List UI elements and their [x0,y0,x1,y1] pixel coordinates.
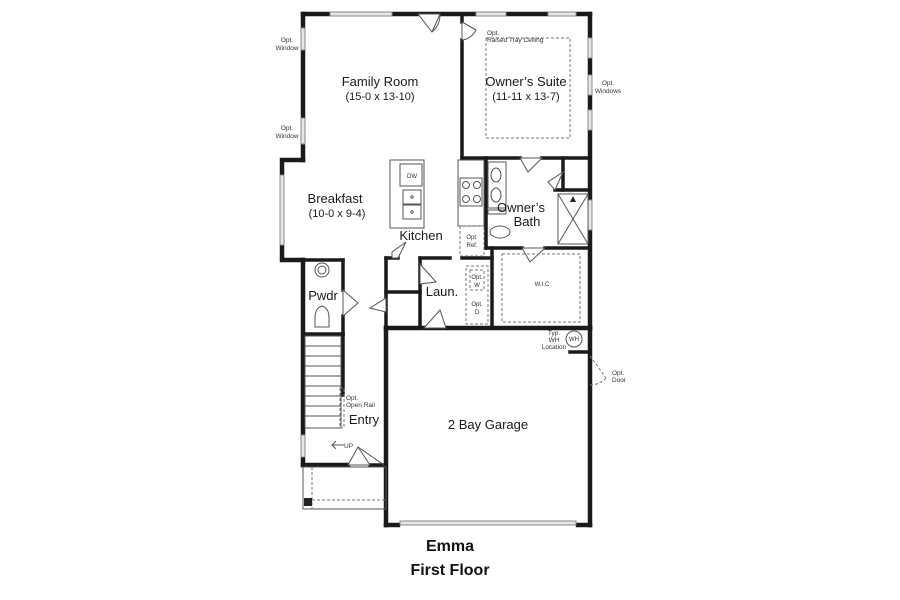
breakfast-dims: (10-0 x 9-4) [309,208,366,220]
opt-window-mid-note-2: Window [275,133,298,140]
garage-door [399,520,577,526]
owners-bath-label-1: Owner’s [497,200,545,215]
breakfast-label: Breakfast [308,191,363,206]
toilet-icon [489,225,511,239]
porch [302,466,387,510]
opt-window-note-2: Window [275,45,298,52]
stairs-up-label: UP [344,443,353,450]
opt-window-mid [300,117,306,145]
opt-window-top [300,27,306,51]
front-door-top [416,13,441,33]
stairs [304,335,385,466]
labels: Family Room (15-0 x 13-10) Owner’s Suite… [275,30,626,579]
laundry-fixtures [368,241,489,329]
opt-washer-label-1: Opt. [471,275,483,281]
opt-refrigerator [459,225,485,257]
dishwasher-label: DW [407,174,417,180]
wh-note-2: WH [549,337,560,344]
tray-ceiling-note-1: Opt. [487,30,499,37]
wh-note-1: Typ. [548,330,560,337]
owners-suite-label: Owner’s Suite [485,74,566,89]
opt-dryer-label-2: D [475,310,480,316]
shower [557,193,589,245]
wic-label: W.I.C [535,282,550,288]
kitchen-fixtures [389,159,485,257]
owners-suite-dims: (11-11 x 13-7) [492,91,559,103]
opt-ref-label-1: Opt. [466,235,478,241]
garage-label: 2 Bay Garage [448,417,528,432]
wh-note-3: Location [542,344,567,351]
opt-dryer-label-1: Opt. [471,302,483,308]
cooktop [459,177,483,207]
owners-bath-label-2: Bath [514,214,541,229]
open-rail-note-1: Opt. [346,395,358,402]
opt-ref-label-2: Ref. [466,243,477,249]
plan-name: Emma [426,538,474,555]
opt-open-rail [339,387,345,429]
powder-label: Pwdr [308,288,338,303]
tray-ceiling-note-2: Raised Tray Ceiling [487,37,544,44]
dishwasher [399,163,423,187]
entry-label: Entry [349,412,380,427]
garage-fixtures [399,330,607,526]
interior-walls [301,12,592,467]
wh-symbol: WH [569,337,579,343]
water-heater [565,330,583,348]
windows [279,11,593,458]
opt-washer-label-2: W [474,283,480,289]
opt-window-mid-note-1: Opt. [281,125,293,132]
open-rail-note-2: Open Rail [346,402,375,409]
opt-door-note-1: Opt. [612,370,624,377]
laundry-label: Laun. [426,284,459,299]
suite-door [461,21,477,41]
kitchen-island [389,159,425,229]
floor-name: First Floor [410,562,489,579]
bath-fixtures [487,157,589,263]
family-room-dims: (15-0 x 13-10) [345,91,414,103]
opt-windows-note-1: Opt. [602,80,614,87]
wic-shelving [501,253,581,323]
opt-door-note-2: Door [612,377,627,384]
family-room-label: Family Room [342,74,419,89]
opt-window-note-1: Opt. [281,37,293,44]
opt-windows-note-2: Windows [595,88,622,95]
kitchen-label: Kitchen [399,228,442,243]
powder-fixtures [314,262,359,328]
tray-ceiling-outline [485,37,571,139]
